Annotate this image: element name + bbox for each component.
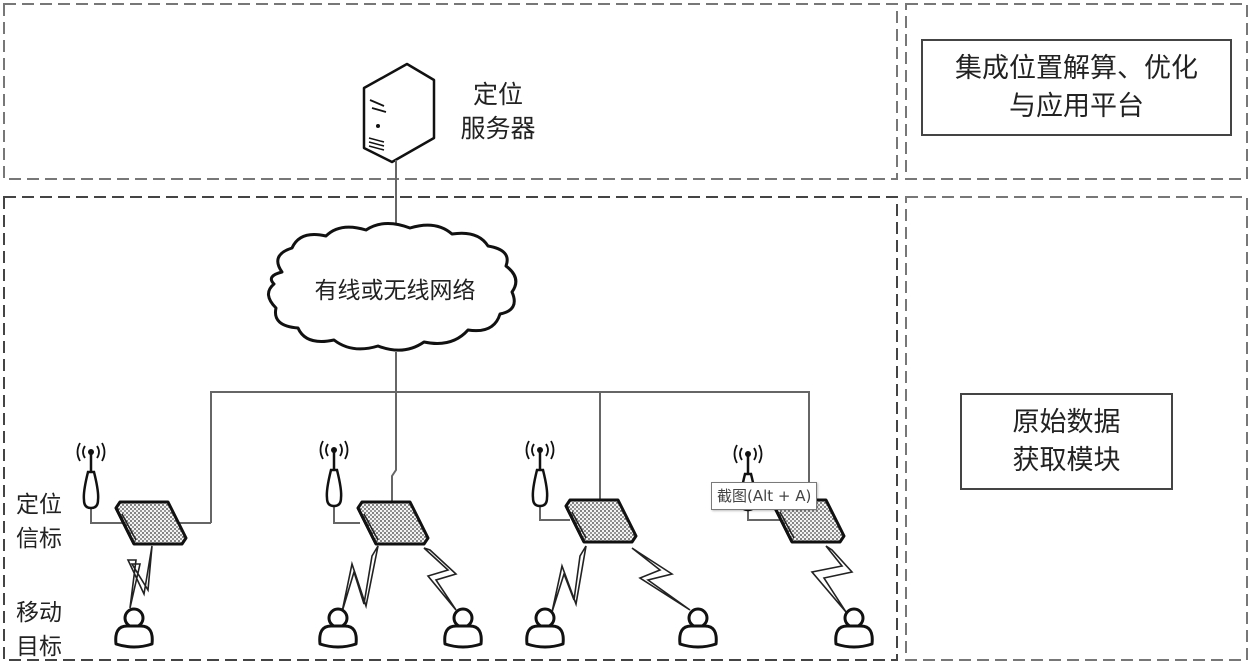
beacon-side-label: 定位 信标 — [16, 492, 62, 552]
person-icon — [114, 607, 154, 649]
bottom-left-panel — [3, 196, 898, 661]
beacon-icon — [76, 441, 106, 510]
server-label: 定位 服务器 — [460, 80, 536, 143]
network-label: 有线或无线网络 — [314, 278, 476, 304]
person-icon — [678, 607, 718, 649]
target-side-label: 移动 目标 — [16, 600, 62, 660]
platform-box: 集成位置解算、优化 与应用平台 — [921, 39, 1232, 136]
person-icon — [318, 607, 358, 649]
wireless-link-icons — [126, 545, 854, 613]
server-icon — [362, 62, 436, 164]
person-icon — [834, 607, 874, 649]
data-acquisition-box: 原始数据 获取模块 — [960, 393, 1173, 490]
bottom-right-panel — [905, 196, 1248, 661]
top-left-panel — [3, 3, 898, 180]
beacon-icon — [319, 439, 349, 508]
screenshot-tooltip: 截图(Alt + A) — [711, 482, 818, 510]
beacon-icon — [525, 439, 555, 508]
person-icon — [443, 607, 483, 649]
router-icon — [114, 500, 188, 546]
router-icon — [356, 500, 430, 546]
person-icon — [525, 607, 565, 649]
router-icon — [564, 498, 638, 544]
top-right-panel — [905, 3, 1248, 180]
cloud-icon — [267, 222, 518, 352]
